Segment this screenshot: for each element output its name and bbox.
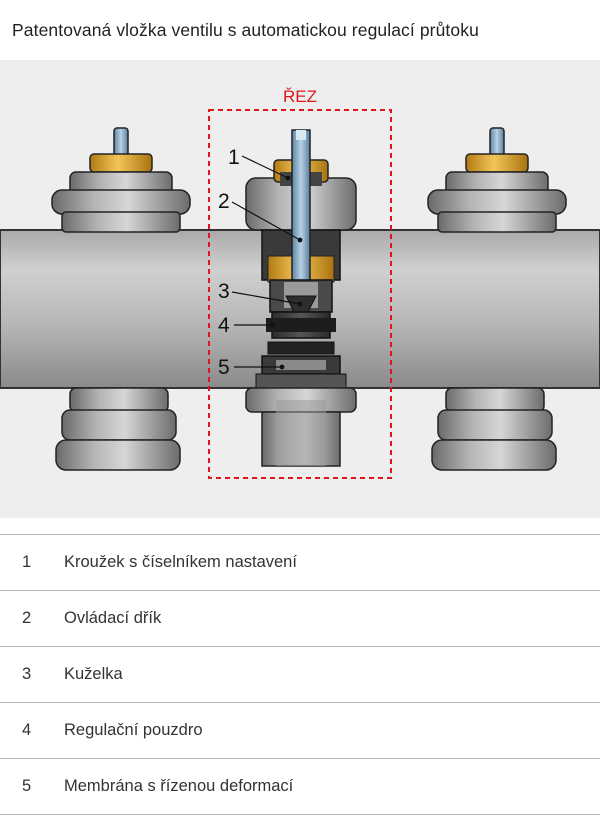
page-title: Patentovaná vložka ventilu s automaticko… bbox=[12, 20, 479, 40]
callout-4: 4 bbox=[218, 314, 230, 337]
legend-number: 3 bbox=[22, 665, 32, 683]
legend-text: Regulační pouzdro bbox=[64, 721, 203, 739]
callout-2: 2 bbox=[218, 190, 230, 213]
legend-text: Ovládací dřík bbox=[64, 609, 162, 627]
legend-number: 4 bbox=[22, 721, 32, 739]
legend-row: 1 Kroužek s číselníkem nastavení bbox=[0, 535, 600, 591]
section-frame bbox=[208, 109, 392, 479]
legend-number: 5 bbox=[22, 777, 32, 795]
legend-number: 2 bbox=[22, 609, 32, 627]
callout-5: 5 bbox=[218, 356, 230, 379]
legend-row: 4 Regulační pouzdro bbox=[0, 703, 600, 759]
legend-text: Kuželka bbox=[64, 665, 123, 683]
leader-1 bbox=[241, 155, 289, 179]
valve-diagram: ŘEZ 1 2 3 4 5 bbox=[0, 60, 600, 518]
legend-row: 2 Ovládací dřík bbox=[0, 591, 600, 647]
legend-row: 5 Membrána s řízenou deformací bbox=[0, 759, 600, 815]
legend-table: 1 Kroužek s číselníkem nastavení 2 Ovlád… bbox=[0, 534, 600, 815]
callout-3: 3 bbox=[218, 280, 230, 303]
legend-text: Membrána s řízenou deformací bbox=[64, 777, 294, 795]
valve-left bbox=[51, 127, 191, 471]
section-label: ŘEZ bbox=[283, 87, 317, 106]
legend-row: 3 Kuželka bbox=[0, 647, 600, 703]
valve-section bbox=[245, 129, 357, 467]
leader-2 bbox=[231, 201, 301, 241]
legend-text: Kroužek s číselníkem nastavení bbox=[64, 553, 297, 571]
legend-number: 1 bbox=[22, 553, 32, 571]
leader-3 bbox=[231, 291, 301, 305]
callout-1: 1 bbox=[228, 146, 240, 169]
valve-right bbox=[427, 127, 567, 471]
